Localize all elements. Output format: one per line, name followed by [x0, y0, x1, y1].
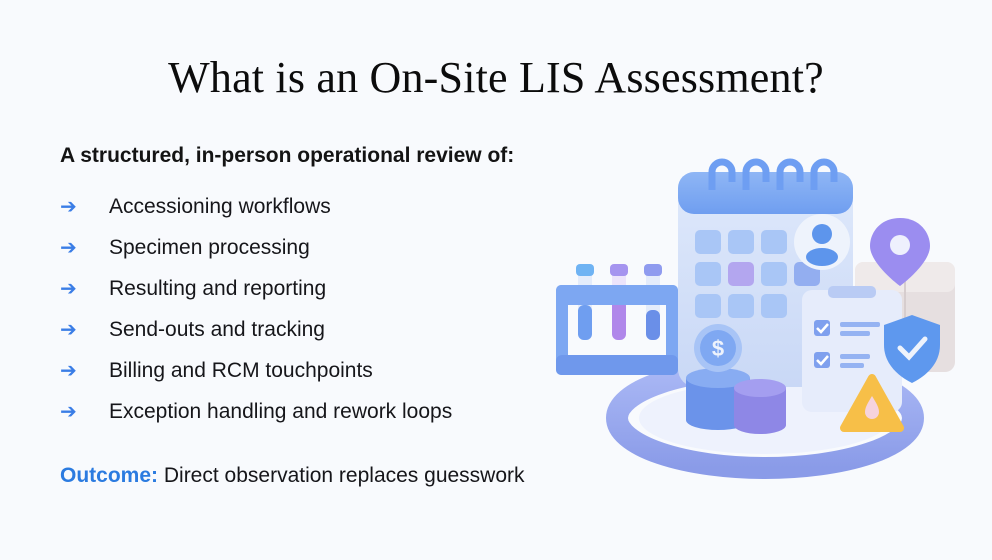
- slide-title: What is an On-Site LIS Assessment?: [168, 53, 824, 102]
- warning-icon: [840, 374, 904, 432]
- list-item: ➔ Resulting and reporting: [60, 268, 452, 309]
- arrow-right-icon: ➔: [60, 237, 77, 259]
- arrow-right-icon: ➔: [60, 278, 77, 300]
- list-item: ➔ Send-outs and tracking: [60, 309, 452, 350]
- outcome-text: Direct observation replaces guesswork: [163, 464, 525, 487]
- lab-operations-illustration: $: [556, 158, 955, 479]
- list-item-text: Resulting and reporting: [109, 276, 327, 300]
- outcome-statement: Outcome: Direct observation replaces gue…: [60, 464, 525, 488]
- list-item-text: Send-outs and tracking: [109, 317, 325, 341]
- test-tubes-icon: [556, 264, 678, 375]
- bullet-list: ➔ Accessioning workflows ➔ Specimen proces…: [60, 186, 452, 432]
- intro-text: A structured, in-person operational revi…: [60, 144, 515, 167]
- user-icon: [794, 214, 850, 270]
- list-item: ➔ Billing and RCM touchpoints: [60, 350, 452, 391]
- svg-text:$: $: [712, 336, 724, 361]
- list-item-text: Billing and RCM touchpoints: [109, 358, 373, 382]
- list-item-text: Accessioning workflows: [109, 194, 331, 218]
- shield-check-icon: [884, 315, 940, 383]
- coin-stack-icon: $: [686, 324, 786, 434]
- arrow-right-icon: ➔: [60, 196, 77, 218]
- list-item-text: Exception handling and rework loops: [109, 399, 453, 423]
- location-pin-icon: [870, 218, 930, 286]
- arrow-right-icon: ➔: [60, 401, 77, 423]
- list-item: ➔ Exception handling and rework loops: [60, 391, 452, 432]
- arrow-right-icon: ➔: [60, 360, 77, 382]
- list-item: ➔ Specimen processing: [60, 227, 452, 268]
- arrow-right-icon: ➔: [60, 319, 77, 341]
- outcome-label: Outcome:: [60, 464, 159, 487]
- list-item: ➔ Accessioning workflows: [60, 186, 452, 227]
- list-item-text: Specimen processing: [109, 235, 310, 259]
